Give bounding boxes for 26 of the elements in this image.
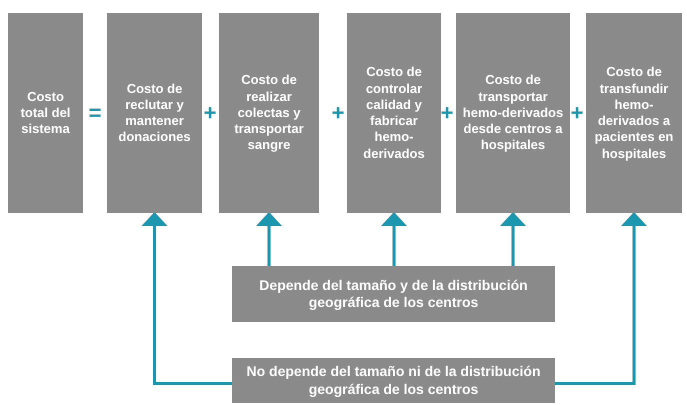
arrow xyxy=(381,212,407,266)
box-text: Costo de realizar colectas y transportar sangre xyxy=(233,72,305,154)
cost-box xyxy=(107,13,202,213)
plus-sign: + xyxy=(332,102,344,124)
arrow xyxy=(500,212,526,266)
cost-box xyxy=(586,13,682,213)
equals-sign: = xyxy=(88,102,102,124)
box-text: Costo de transportar hemo-derivados desde centros a hospitales xyxy=(462,72,564,154)
box-text: Costo de reclutar y mantener donaciones xyxy=(117,80,192,146)
cost-box xyxy=(8,13,83,213)
plus-sign: + xyxy=(204,102,216,124)
box-text: Costo de transfundir hemo-derivados a pacientes en hospitales xyxy=(594,64,674,162)
arrow xyxy=(555,212,647,385)
arrow xyxy=(256,212,282,266)
box-text: No depende del tamaño ni de la distribución geográfica de los centros xyxy=(245,363,542,398)
note-box xyxy=(232,358,555,403)
cost-box xyxy=(219,13,319,213)
box-text: Costo de controlar calidad y fabricar hemo-derivados xyxy=(362,64,426,162)
note-box xyxy=(232,266,555,322)
cost-box xyxy=(456,13,570,213)
cost-box xyxy=(347,13,441,213)
plus-sign: + xyxy=(570,102,584,124)
box-text: Depende del tamaño y de la distribución geográfica de los centros xyxy=(258,276,529,312)
box-text: Costo total del sistema xyxy=(20,88,72,138)
arrow xyxy=(142,212,232,385)
plus-sign: + xyxy=(440,102,454,124)
